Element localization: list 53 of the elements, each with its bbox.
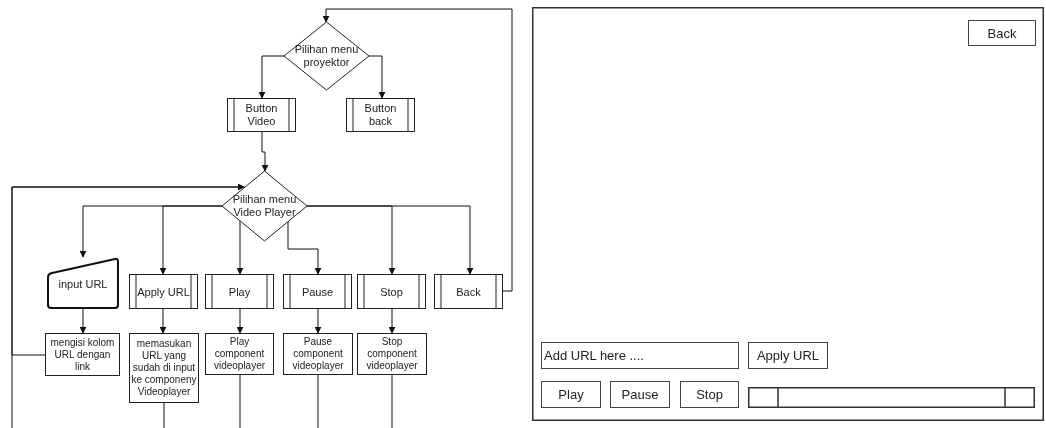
arrow [236,220,244,275]
node-text: mengisi kolom URL dengan link [49,336,116,373]
subroutine-box [129,274,198,309]
connector-line [239,374,241,428]
arrow [314,308,322,334]
node-text: Play component videoplayer [212,336,267,372]
process-box [283,333,353,375]
process-box [205,333,274,375]
node-text: Back [455,285,482,298]
arrow [79,308,87,334]
node-text: Pause [300,285,335,298]
decision-diamond [222,171,307,241]
arrow [368,55,386,99]
arrow [322,8,513,292]
node-text: input URL [57,277,109,290]
arrow [159,308,167,334]
back-button: Back [968,20,1036,46]
node-text: memasukan URL yang sudah di input ke componeny Videoplayer [131,338,197,398]
subroutine-box [283,274,352,309]
app-window-frame [532,7,1044,421]
arrow [236,308,244,334]
subroutine-box [227,98,296,132]
subroutine-box [346,98,415,132]
arrow [11,183,245,428]
apply-button: Apply URL [748,342,828,369]
subroutine-box [205,274,274,309]
node-text: Button Video [244,102,279,128]
node-text: Pause component videoplayer [291,336,345,372]
connector-line [391,374,393,428]
node-text: Stop component videoplayer [365,336,419,372]
decision-diamond [284,22,369,90]
pause-button: Pause [610,381,670,408]
arrow [388,308,396,334]
subroutine-box [357,274,426,309]
node-text: Play [227,285,252,298]
connector-line [317,374,319,428]
url-input-field: Add URL here .... [541,342,739,369]
node-text: Apply URL [137,285,190,298]
node-text: Button back [363,102,398,128]
subroutine-box [434,274,503,309]
arrow [159,205,223,275]
progress-slider [748,387,1035,408]
node-text: Stop [379,285,404,298]
manual-input-shape [47,258,119,309]
arrow [258,55,285,99]
connector-line [163,402,165,428]
node-text: Pilihan menu proyektor [293,43,360,69]
arrow [261,131,269,172]
process-box [357,333,427,375]
node-text: Pilihan menu Video Player [231,193,298,219]
stop-button: Stop [680,381,739,408]
play-button: Play [541,381,601,408]
arrow [306,205,474,275]
